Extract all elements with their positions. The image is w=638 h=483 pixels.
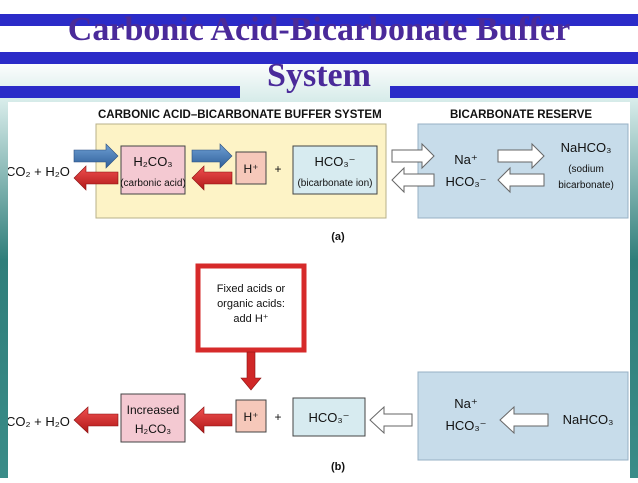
outline-arrow-forward-a	[391, 142, 435, 170]
hco3-reserve-label-a: HCO₃⁻	[445, 174, 486, 189]
hco3-label-a: HCO₃⁻	[314, 154, 355, 169]
panel-label-a: (a)	[331, 231, 345, 243]
bicarbonate-reserve-header: BICARBONATE RESERVE	[450, 109, 592, 121]
na-label-a: Na⁺	[454, 152, 477, 167]
buffer-diagram: CARBONIC ACID–BICARBONATE BUFFER SYSTEM …	[6, 109, 629, 473]
fixed-acids-line-3: add H⁺	[233, 313, 268, 325]
increased-h2co3-label: H₂CO₃	[135, 422, 171, 436]
h2co3-label-a: H₂CO₃	[133, 154, 172, 169]
red-arrow-back-2-a	[191, 165, 233, 191]
hplus-label-a: H⁺	[244, 162, 259, 176]
co2-h2o-label-a: CO₂ + H₂O	[8, 164, 70, 179]
carbonic-acid-caption: (carbonic acid)	[120, 178, 186, 189]
title-band-left	[0, 86, 240, 98]
hco3-box-b	[292, 397, 366, 437]
reserve-outline-arrow-back-b	[499, 405, 549, 435]
title-band-top	[0, 14, 638, 26]
fixed-acids-line-2: organic acids:	[217, 298, 285, 310]
nahco3-label-b: NaHCO₃	[563, 412, 614, 427]
panel-label-b: (b)	[331, 461, 345, 473]
buffer-system-header: CARBONIC ACID–BICARBONATE BUFFER SYSTEM	[98, 109, 382, 121]
nahco3-label-a: NaHCO₃	[561, 140, 612, 155]
title-band-right	[390, 86, 638, 98]
hplus-box-a	[235, 151, 267, 185]
slide-title-line-2: System	[267, 57, 371, 94]
blue-arrow-forward-1-a	[73, 143, 119, 169]
bicarbonate-reserve-box-a	[417, 123, 629, 219]
na-label-b: Na⁺	[454, 396, 477, 411]
bicarbonate-ion-caption: (bicarbonate ion)	[297, 178, 372, 189]
hco3-box-a	[292, 145, 378, 195]
title-band-middle	[0, 52, 638, 64]
red-arrow-back-1-b	[73, 406, 119, 434]
co2-h2o-label-b: CO₂ + H₂O	[8, 414, 70, 429]
red-arrow-back-2-b	[189, 406, 233, 434]
outline-arrow-back-a	[391, 166, 435, 194]
hco3-reserve-label-b: HCO₃⁻	[445, 418, 486, 433]
hplus-label-b: H⁺	[244, 410, 259, 424]
blue-arrow-forward-2-a	[191, 143, 233, 169]
red-arrow-down	[240, 351, 262, 391]
plus-sign-b: +	[274, 410, 281, 424]
red-arrow-back-1-a	[73, 165, 119, 191]
slide-title-line-1: Carbonic Acid-Bicarbonate Buffer	[67, 11, 571, 48]
reserve-outline-arrow-back-a	[497, 166, 545, 194]
sodium-caption: (sodium	[568, 164, 604, 175]
fixed-acids-line-1: Fixed acids or	[217, 283, 286, 295]
hco3-label-b: HCO₃⁻	[308, 410, 349, 425]
diagram-panel: CARBONIC ACID–BICARBONATE BUFFER SYSTEM …	[6, 102, 630, 478]
outline-arrow-back-b	[369, 405, 413, 435]
increased-label: Increased	[127, 403, 180, 417]
hplus-box-b	[235, 399, 267, 433]
plus-sign-a: +	[274, 162, 281, 176]
h2co3-box-a	[120, 145, 186, 195]
increased-h2co3-box	[120, 393, 186, 443]
reserve-outline-arrow-forward-a	[497, 142, 545, 170]
bicarbonate-caption: bicarbonate)	[558, 180, 614, 191]
fixed-acids-box	[195, 263, 307, 353]
